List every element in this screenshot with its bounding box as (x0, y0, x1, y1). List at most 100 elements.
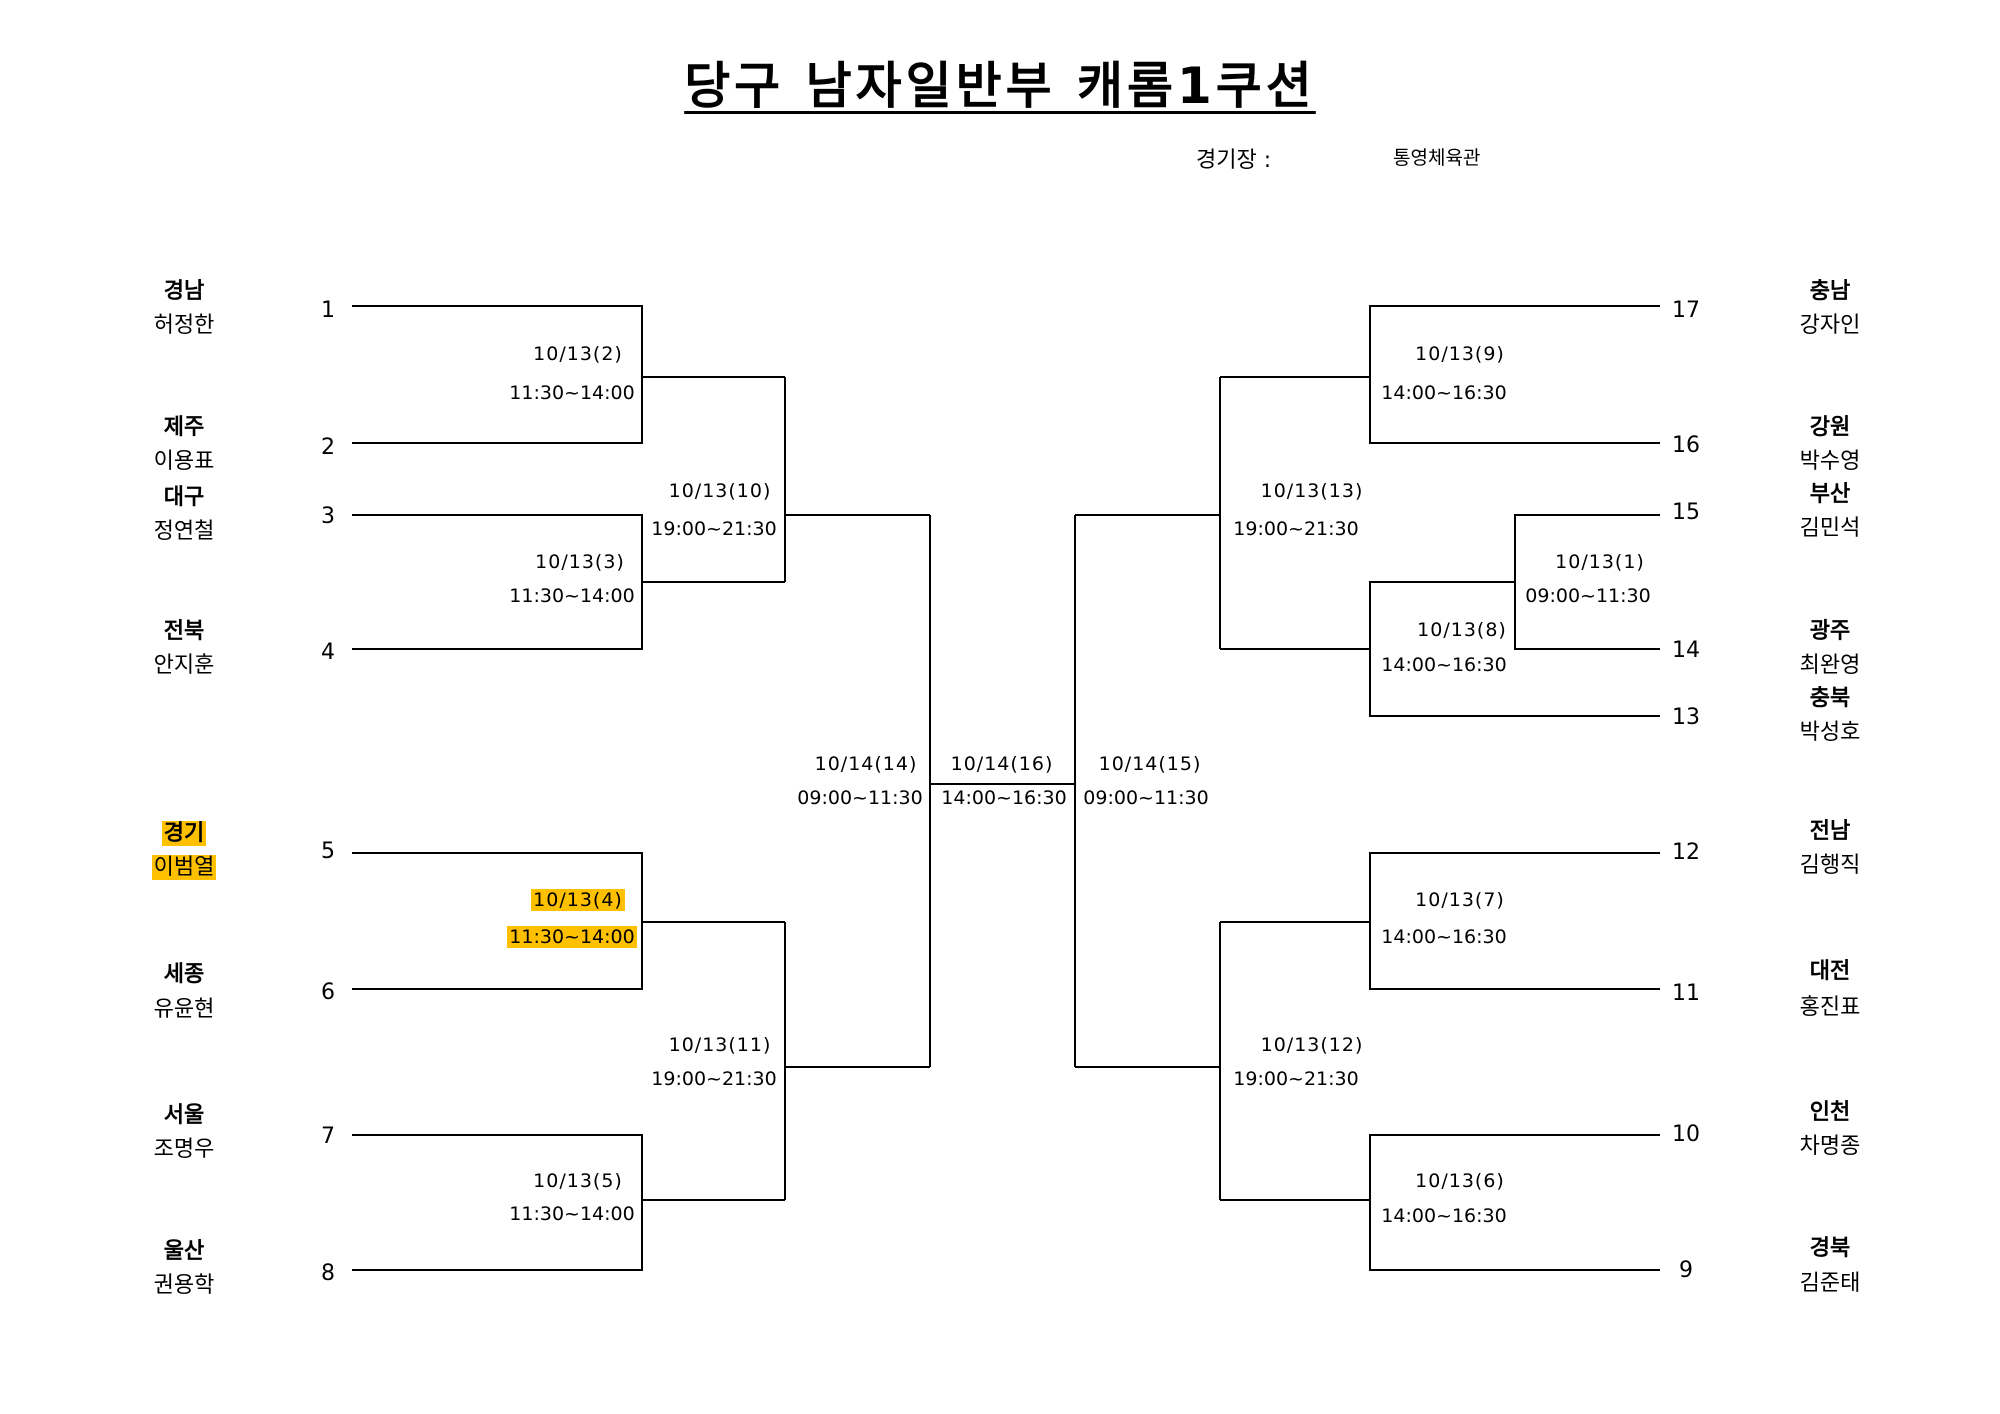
match-time: 19:00~21:30 (651, 1068, 777, 1090)
player-name: 최완영 (1799, 653, 1861, 678)
region-label: 경북 (1809, 1236, 1851, 1261)
match-date: 10/14(15) (1098, 753, 1202, 775)
match-date: 10/13(4) (478, 889, 678, 911)
seed-number: 14 (1672, 638, 1700, 663)
match-time: 19:00~21:30 (1233, 518, 1359, 540)
title-text: 당구 남자일반부 캐롬1쿠션 (684, 57, 1316, 115)
match-time: 19:00~21:30 (1233, 1068, 1359, 1090)
bracket-line-m3 (352, 514, 643, 650)
bracket-line-m1 (1514, 514, 1660, 650)
seed-number: 17 (1672, 298, 1700, 323)
bracket-line-m6 (1369, 1134, 1660, 1271)
match-time: 09:00~11:30 (1083, 787, 1209, 809)
region-label: 충남 (1809, 279, 1851, 304)
player-name: 박수영 (1799, 449, 1861, 474)
seed-number: 4 (321, 640, 335, 665)
match-date: 10/13(2) (533, 343, 623, 365)
seed-number: 5 (321, 839, 335, 864)
match-time: 14:00~16:30 (941, 787, 1067, 809)
match-time: 09:00~11:30 (797, 787, 923, 809)
bracket-line-m4 (352, 852, 643, 990)
match-time: 14:00~16:30 (1381, 926, 1507, 948)
match-date: 10/13(8) (1417, 619, 1507, 641)
highlight-mark: 이범열 (151, 855, 217, 880)
match-time: 11:30~14:00 (472, 926, 672, 948)
match-date: 10/13(10) (668, 480, 772, 502)
seed-number: 7 (321, 1124, 335, 1149)
match-date: 10/13(3) (535, 551, 625, 573)
region-label: 충북 (1809, 686, 1851, 711)
player-name: 김민석 (1799, 516, 1861, 541)
player-name: 유윤현 (153, 997, 215, 1022)
match-time: 14:00~16:30 (1381, 382, 1507, 404)
region-label: 울산 (163, 1239, 205, 1264)
region-label: 제주 (163, 415, 205, 440)
region-label: 서울 (163, 1103, 205, 1128)
bracket-line-m8 (1369, 581, 1660, 717)
player-name: 홍진표 (1799, 995, 1861, 1020)
region-label: 경기 (84, 821, 284, 846)
match-date: 10/13(9) (1415, 343, 1505, 365)
player-name: 강자인 (1799, 313, 1861, 338)
region-label: 인천 (1809, 1100, 1851, 1125)
region-label: 세종 (163, 962, 205, 987)
match-time: 11:30~14:00 (509, 382, 635, 404)
seed-number: 16 (1672, 433, 1700, 458)
player-name: 이용표 (153, 449, 215, 474)
match-date: 10/13(11) (668, 1034, 772, 1056)
seed-number: 13 (1672, 705, 1700, 730)
region-label: 광주 (1809, 619, 1851, 644)
seed-number: 3 (321, 504, 335, 529)
player-name: 김준태 (1799, 1271, 1861, 1296)
region-label: 전북 (163, 619, 205, 644)
highlight-mark: 10/13(4) (531, 889, 625, 911)
region-label: 경남 (163, 279, 205, 304)
player-name: 권용학 (153, 1273, 215, 1298)
seed-number: 8 (321, 1261, 335, 1286)
seed-number: 15 (1672, 500, 1700, 525)
player-name: 박성호 (1799, 720, 1861, 745)
player-name: 이범열 (84, 855, 284, 880)
bracket-line-m5 (352, 1134, 643, 1271)
player-name: 안지훈 (153, 653, 215, 678)
match-time: 19:00~21:30 (651, 518, 777, 540)
highlight-mark: 11:30~14:00 (507, 926, 637, 948)
player-name: 허정한 (153, 313, 215, 338)
region-label: 부산 (1809, 482, 1851, 507)
match-date: 10/13(12) (1260, 1034, 1364, 1056)
match-time: 11:30~14:00 (509, 585, 635, 607)
bracket-line-m7 (1369, 852, 1660, 990)
venue-label: 경기장 : (1196, 148, 1272, 173)
match-date: 10/14(14) (814, 753, 918, 775)
seed-number: 12 (1672, 840, 1700, 865)
seed-number: 9 (1679, 1258, 1693, 1283)
region-label: 대전 (1809, 959, 1851, 984)
match-time: 14:00~16:30 (1381, 1205, 1507, 1227)
player-name: 정연철 (153, 519, 215, 544)
bracket-line-m9 (1369, 305, 1660, 444)
seed-number: 10 (1672, 1122, 1700, 1147)
highlight-mark: 경기 (161, 821, 207, 846)
seed-number: 6 (321, 980, 335, 1005)
seed-number: 1 (321, 298, 335, 323)
region-label: 전남 (1809, 819, 1851, 844)
match-time: 11:30~14:00 (509, 1203, 635, 1225)
venue-value: 통영체육관 (1393, 147, 1481, 169)
match-date: 10/13(13) (1260, 480, 1364, 502)
bracket-line-m2 (352, 305, 643, 444)
region-label: 대구 (163, 485, 205, 510)
page-title: 당구 남자일반부 캐롬1쿠션 (0, 46, 2000, 118)
match-date: 10/13(6) (1415, 1170, 1505, 1192)
match-time: 14:00~16:30 (1381, 654, 1507, 676)
match-date: 10/13(7) (1415, 889, 1505, 911)
player-name: 조명우 (153, 1137, 215, 1162)
seed-number: 11 (1672, 981, 1700, 1006)
match-date: 10/13(1) (1555, 551, 1645, 573)
region-label: 강원 (1809, 415, 1851, 440)
seed-number: 2 (321, 435, 335, 460)
match-time: 09:00~11:30 (1525, 585, 1651, 607)
match-date: 10/14(16) (950, 753, 1054, 775)
player-name: 차명종 (1799, 1134, 1861, 1159)
player-name: 김행직 (1799, 853, 1861, 878)
